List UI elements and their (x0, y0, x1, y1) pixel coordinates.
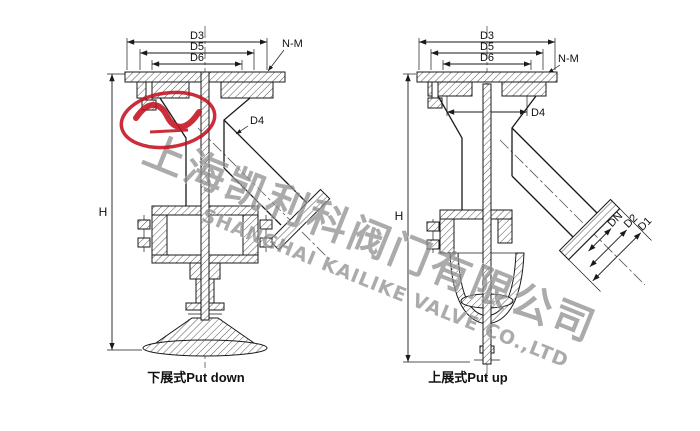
left-flange-ring-right (220, 81, 274, 99)
left-dim-label-d5: D5 (190, 41, 204, 53)
left-stem (200, 71, 210, 321)
right-valve-drawing: D3 D5 D6 N-M D4 (395, 26, 654, 385)
logo-swirl (133, 102, 202, 130)
left-dim-label-d6: D6 (190, 52, 204, 64)
left-dim-label-nm: N-M (282, 38, 303, 50)
left-dim-label-h: H (99, 205, 108, 219)
left-yoke-nut (137, 219, 151, 230)
right-bracket-nut (426, 239, 440, 250)
left-yoke-nut (137, 237, 151, 248)
caption-put-up: 上展式Put up (428, 370, 507, 385)
left-bottom-disc (142, 317, 268, 357)
left-dim-label-d3: D3 (190, 30, 204, 42)
right-dim-label-d5: D5 (480, 41, 494, 53)
right-dim-label-d1: D1 (636, 215, 654, 233)
left-yoke-nut (259, 219, 273, 230)
right-dim-label-nm: N-M (558, 53, 579, 65)
left-nm-leader (267, 49, 285, 72)
right-flange-ring-left (427, 81, 473, 97)
right-branch-inner (511, 175, 574, 238)
right-dim-label-d3: D3 (480, 30, 494, 42)
right-bracket (426, 209, 513, 254)
right-top-flange (416, 71, 558, 109)
right-top-dimensions: D3 D5 D6 N-M (418, 30, 579, 74)
right-flange-plate (416, 71, 558, 83)
right-dim-label-h: H (395, 209, 404, 223)
right-dim-label-d6: D6 (480, 52, 494, 64)
logo-underline (149, 128, 189, 134)
right-bracket-nut (426, 221, 440, 232)
logo-ellipse (119, 90, 217, 150)
left-top-dimensions: D3 D5 D6 N-M (126, 30, 303, 72)
left-valve-body: D4 (159, 97, 331, 251)
left-dim-label-d4: D4 (250, 115, 264, 127)
left-outlet-centerline (197, 127, 333, 263)
left-branch-inner (223, 167, 282, 226)
left-d4-leader (235, 125, 249, 135)
right-d4-dimension: D4 (446, 96, 545, 119)
left-yoke-nut (259, 237, 273, 248)
left-disc-edge (142, 339, 268, 357)
right-dim-label-d4: D4 (531, 107, 545, 119)
left-height-dimension: H (99, 73, 142, 351)
left-outlet-flange (268, 188, 331, 251)
right-stem (482, 83, 492, 365)
right-height-dimension: H (395, 73, 470, 363)
brand-logo (119, 90, 217, 150)
right-branch-outer (511, 127, 598, 214)
left-flange-ring-left (136, 81, 190, 99)
caption-put-down: 下展式Put down (147, 370, 245, 385)
right-flange-ring-right (501, 81, 547, 97)
